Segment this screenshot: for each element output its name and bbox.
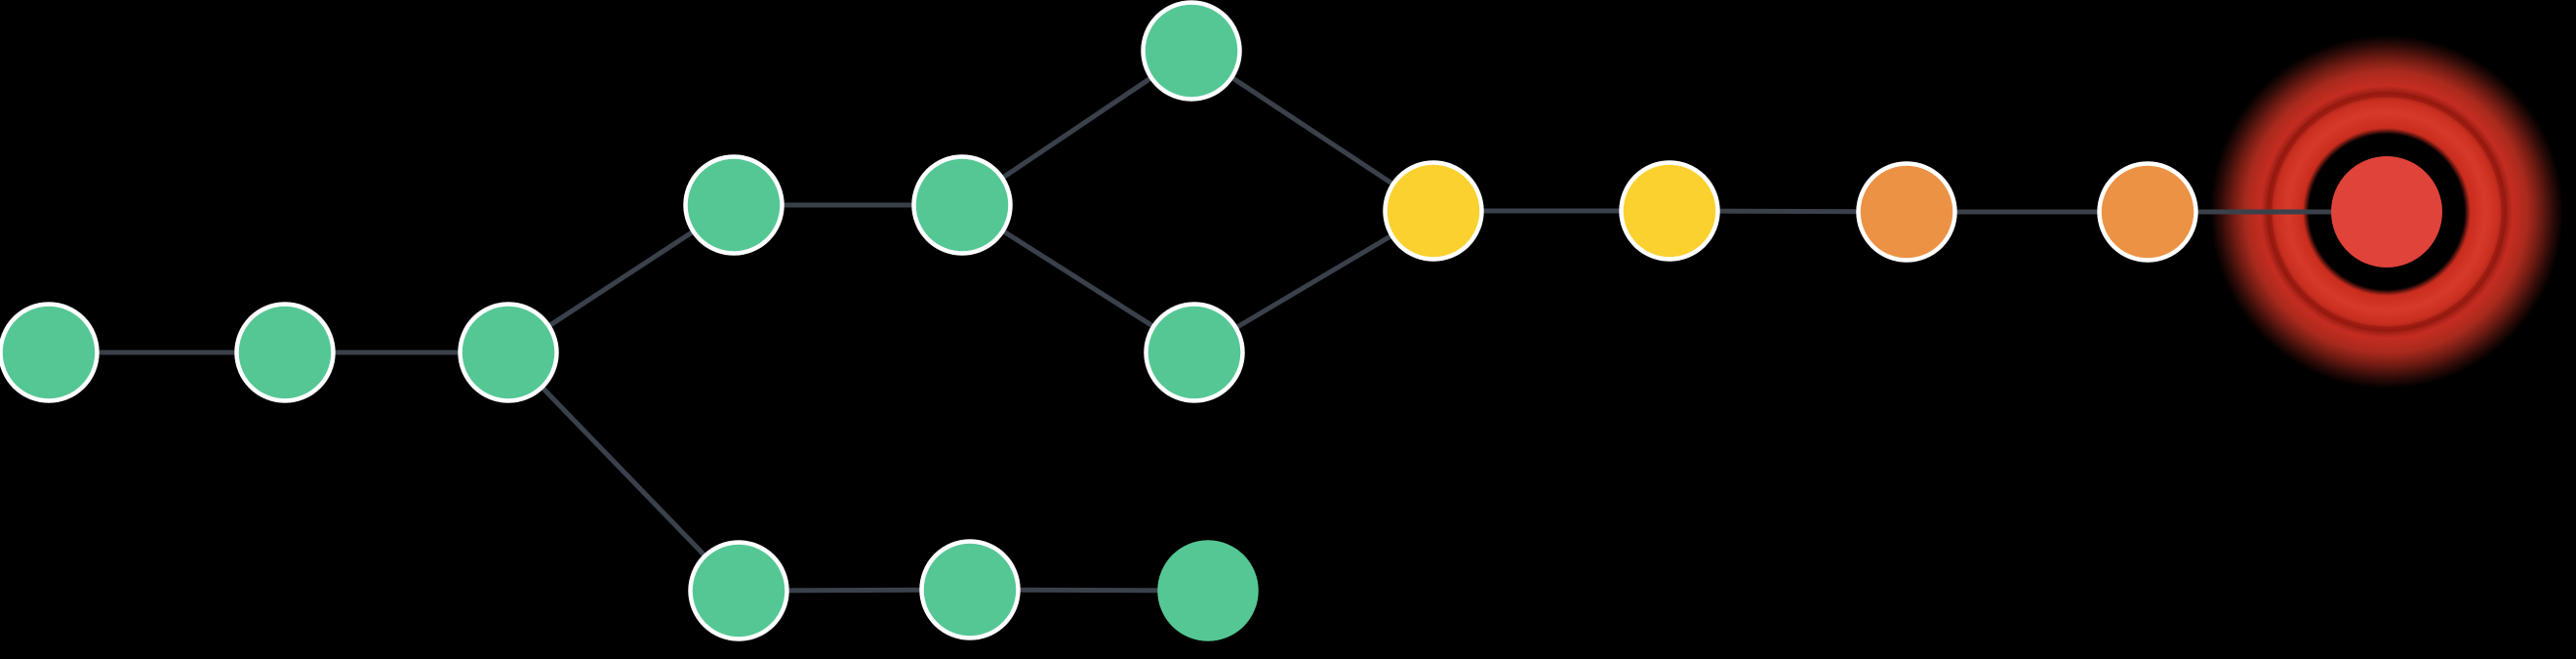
node-n2[interactable] (234, 302, 336, 403)
node-n1[interactable] (0, 302, 100, 403)
node-y1[interactable] (1383, 160, 1484, 262)
node-o1[interactable] (1856, 161, 1957, 263)
node-n5[interactable] (911, 154, 1013, 256)
node-ntop[interactable] (1141, 0, 1242, 102)
node-n4[interactable] (683, 154, 785, 256)
node-b1[interactable] (688, 540, 789, 641)
node-crit[interactable] (2331, 156, 2442, 268)
edge-n3-b1 (506, 350, 741, 593)
node-n3[interactable] (458, 302, 559, 403)
node-nmid[interactable] (1144, 302, 1245, 403)
node-b3[interactable] (1157, 540, 1259, 641)
node-o2[interactable] (2097, 161, 2198, 263)
node-b2[interactable] (919, 539, 1021, 640)
node-y2[interactable] (1619, 160, 1720, 262)
